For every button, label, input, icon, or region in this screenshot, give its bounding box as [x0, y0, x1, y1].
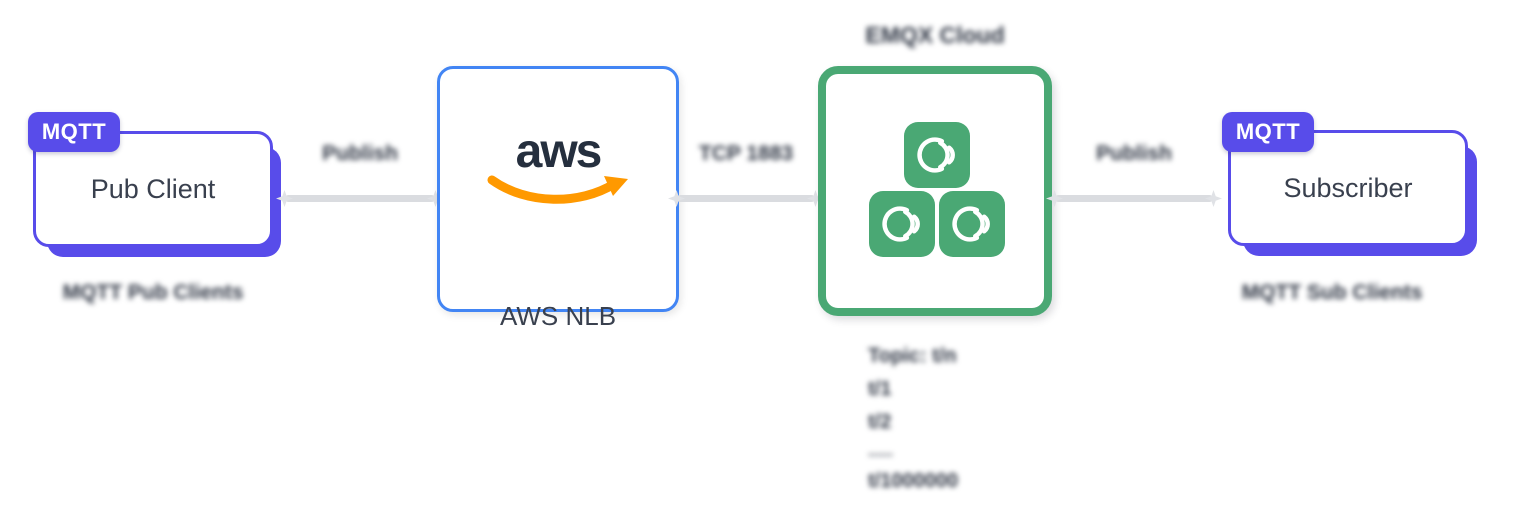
aws-nlb-box: aws AWS NLB	[437, 66, 679, 331]
cluster-title: EMQX Cloud	[865, 22, 1005, 48]
arrow-cluster-to-sub: Publish	[1046, 142, 1222, 208]
arrow-pub-to-nlb: Publish	[276, 142, 444, 208]
arrow-endpoint-icon	[668, 190, 685, 207]
pub-client-label: Pub Client	[90, 173, 216, 204]
arrow-pub-to-nlb-label: Publish	[322, 142, 398, 165]
mqtt-badge-left-label: MQTT	[41, 119, 107, 144]
aws-logo: aws	[440, 125, 676, 209]
topic-list: Topic: t/n t/1 t/2 ...... t/1000000	[868, 340, 1088, 498]
aws-nlb-label: AWS NLB	[499, 301, 617, 331]
arrow-line	[677, 195, 815, 202]
arrow-nlb-to-cluster-label: TCP 1883	[698, 142, 794, 165]
emqx-node	[939, 191, 1005, 257]
emqx-cluster-box	[818, 66, 1052, 316]
topic-line: Topic: t/n	[868, 345, 957, 367]
mqtt-badge-left: MQTT	[28, 112, 120, 152]
topic-line-ellipsis: ......	[868, 443, 894, 460]
mqtt-badge-right: MQTT	[1222, 112, 1314, 152]
topic-line: t/1000000	[868, 470, 959, 492]
emqx-node	[904, 122, 970, 188]
sub-clients-caption: MQTT Sub Clients	[1241, 281, 1423, 304]
arrow-cluster-to-sub-label: Publish	[1096, 142, 1172, 165]
pub-clients-caption: MQTT Pub Clients	[62, 281, 244, 304]
emqx-logo-icon	[917, 137, 955, 173]
arrow-endpoint-icon	[1205, 190, 1222, 207]
arrow-nlb-to-cluster: TCP 1883	[668, 142, 824, 208]
topic-line: t/1	[868, 378, 892, 400]
emqx-logo-icon	[952, 206, 990, 242]
aws-logo-text: aws	[515, 125, 603, 178]
topic-line: t/2	[868, 411, 892, 433]
aws-smile-icon	[487, 175, 628, 204]
emqx-node	[869, 191, 935, 257]
arrow-line	[285, 195, 435, 202]
emqx-logo-icon	[882, 206, 920, 242]
arrow-endpoint-icon	[276, 190, 293, 207]
mqtt-badge-right-label: MQTT	[1235, 119, 1301, 144]
arrow-endpoint-icon	[1046, 190, 1063, 207]
subscriber-label: Subscriber	[1283, 172, 1413, 203]
arrow-line	[1055, 195, 1213, 202]
